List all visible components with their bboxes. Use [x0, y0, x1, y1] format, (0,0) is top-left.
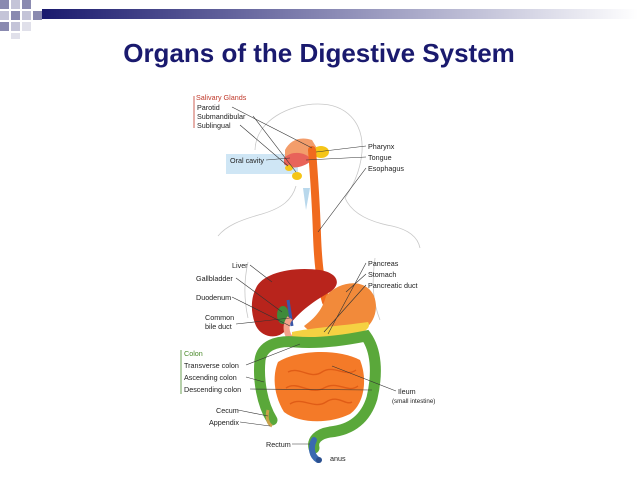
parotid-label: Parotid [197, 103, 220, 112]
deco-square [11, 33, 20, 39]
common-bile-duct-label-line2: bile duct [205, 322, 232, 331]
transverse-colon-label: Transverse colon [184, 361, 239, 370]
mouth-region [284, 138, 329, 210]
bile-duct-shape [286, 299, 294, 327]
body-outline [217, 103, 421, 321]
deco-square [33, 11, 42, 20]
header-bar [42, 9, 638, 19]
gallbladder-label: Gallbladder [196, 274, 233, 283]
submandibular-gland [292, 172, 302, 180]
ileum-label: Ileum [398, 387, 416, 396]
duodenum-label: Duodenum [196, 293, 231, 302]
descending-colon-label: Descending colon [184, 385, 241, 394]
ileum-note-label: (small intestine) [392, 398, 435, 405]
sublingual-gland [285, 165, 293, 171]
deco-square [0, 0, 9, 9]
colon-group: Colon Transverse colon Ascending colon D… [180, 343, 373, 394]
deco-square [0, 22, 9, 31]
colon-shape [254, 329, 381, 454]
deco-square [11, 22, 20, 31]
stomach-label: Stomach [368, 270, 396, 279]
cecum-label: Cecum [216, 406, 239, 415]
colon-label: Colon [184, 349, 203, 358]
deco-square [11, 0, 20, 9]
common-bile-duct-label-line1: Common [205, 313, 234, 322]
small-intestine-shape [274, 351, 365, 422]
rectum-label: Rectum [266, 440, 291, 449]
appendix-shape [265, 409, 273, 428]
anus-shape [316, 457, 322, 463]
intestine-folds [285, 368, 359, 406]
submandibular-label: Submandibular [197, 112, 246, 121]
tongue-shape [284, 152, 312, 168]
deco-square [0, 11, 9, 20]
sublingual-label: Sublingual [197, 121, 231, 130]
oral-cavity-label: Oral cavity [230, 156, 264, 165]
ascending-colon-label: Ascending colon [184, 373, 237, 382]
deco-square [22, 0, 31, 9]
pancreas-label: Pancreas [368, 259, 399, 268]
deco-square [22, 11, 31, 20]
slide-title: Organs of the Digestive System [123, 38, 515, 68]
anus-label: anus [330, 454, 346, 463]
pancreatic-duct-label: Pancreatic duct [368, 281, 418, 290]
liver-shape [251, 268, 337, 337]
header-decoration [0, 0, 638, 39]
appendix-label: Appendix [209, 418, 239, 427]
deco-square [11, 11, 20, 20]
pharynx-label: Pharynx [368, 142, 395, 151]
liver-label: Liver [232, 261, 248, 270]
salivary-glands-group: Salivary Glands Parotid Submandibular Su… [193, 93, 313, 173]
salivary-glands-label: Salivary Glands [196, 93, 247, 102]
parotid-gland [313, 146, 329, 158]
tongue-label: Tongue [368, 153, 392, 162]
deco-square [22, 22, 31, 31]
esophagus-label: Esophagus [368, 164, 404, 173]
